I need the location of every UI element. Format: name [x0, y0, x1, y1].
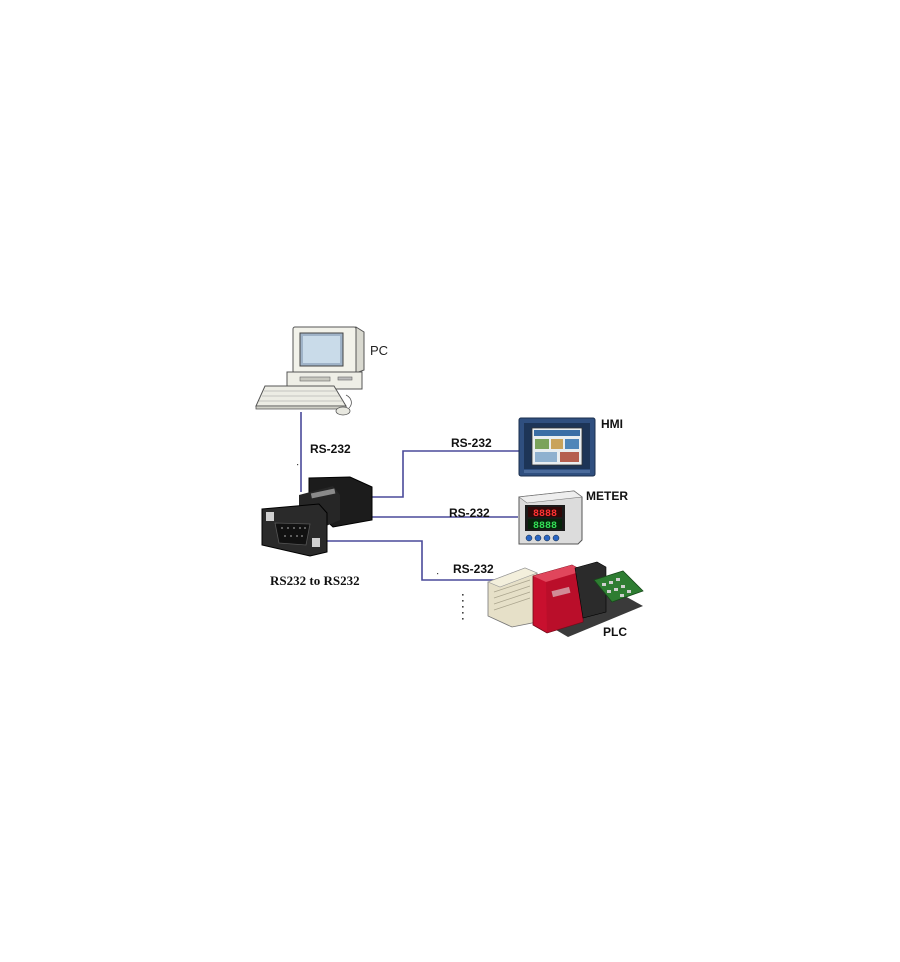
meter-top-readout: 8888 [533, 509, 557, 520]
converter-label: RS232 to RS232 [270, 573, 360, 588]
continuation-dots [462, 594, 464, 620]
connection-lines [300, 412, 520, 581]
plc-link-label: RS-232 [453, 562, 494, 576]
hmi-label: HMI [601, 417, 623, 431]
pc-label: PC [370, 343, 389, 358]
plc-label: PLC [603, 625, 627, 639]
plc-icon [487, 561, 644, 637]
meter-icon: 8888 8888 [518, 490, 583, 545]
hmi-link-label: RS-232 [451, 436, 492, 450]
converter-hmi-line [372, 450, 520, 498]
hmi-panel-icon [518, 417, 596, 477]
rs232-converter-icon [261, 476, 373, 557]
pc-link-label: RS-232 [310, 442, 351, 456]
meter-link-label: RS-232 [449, 506, 490, 520]
meter-bottom-readout: 8888 [533, 521, 557, 532]
meter-label: METER [586, 489, 628, 503]
converter-plc-line [326, 540, 500, 581]
pc-computer-icon [255, 326, 365, 416]
